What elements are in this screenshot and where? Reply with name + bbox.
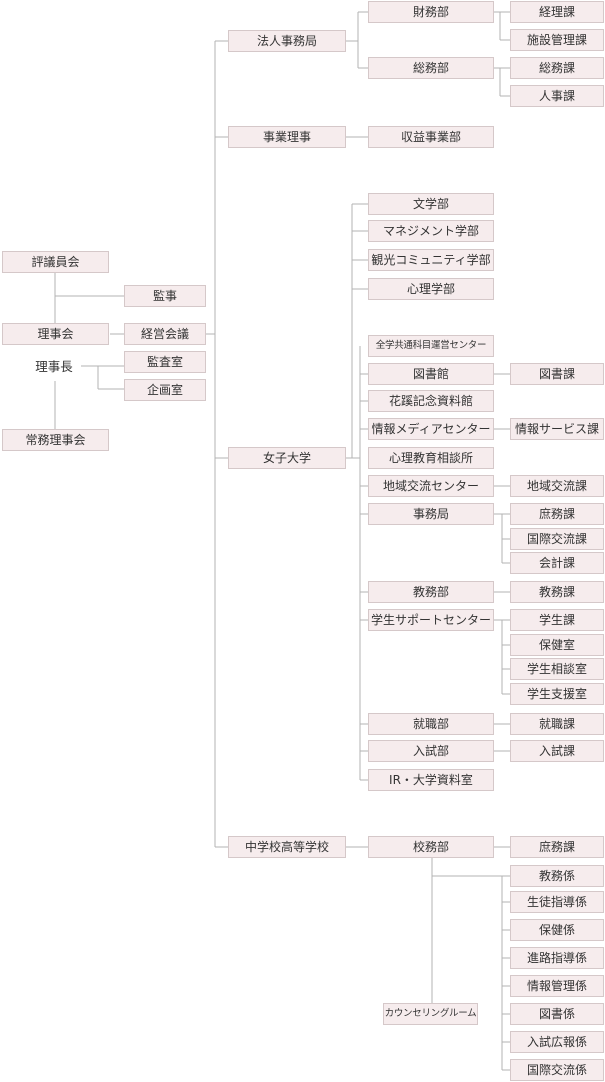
node-gakusei-shien-shitsu: 学生支援室 bbox=[510, 683, 604, 705]
node-kyomubu: 教務部 bbox=[368, 581, 494, 603]
node-keiei-kaigi: 経営会議 bbox=[124, 323, 206, 345]
node-kaikei-ka: 会計課 bbox=[510, 552, 604, 574]
node-keiri-ka: 経理課 bbox=[510, 1, 604, 23]
node-nyushi-ka: 入試課 bbox=[510, 740, 604, 762]
node-rijicho: 理事長 bbox=[35, 359, 73, 374]
node-nyushi-koho-gakari: 入試広報係 bbox=[510, 1031, 604, 1053]
node-kyomu-ka: 教務課 bbox=[510, 581, 604, 603]
node-hojin-jimukyoku: 法人事務局 bbox=[228, 30, 346, 52]
node-nyushibu: 入試部 bbox=[368, 740, 494, 762]
node-tosho-ka: 図書課 bbox=[510, 363, 604, 385]
node-hyogiinkai: 評議員会 bbox=[2, 251, 109, 273]
node-chugakko-koto-gakko: 中学校高等学校 bbox=[228, 836, 346, 858]
node-shomu-ka-2: 庶務課 bbox=[510, 836, 604, 858]
node-somubu: 総務部 bbox=[368, 57, 494, 79]
node-management-gakubu: マネジメント学部 bbox=[368, 220, 494, 242]
node-kokusai-koryu-gakari: 国際交流係 bbox=[510, 1059, 604, 1081]
node-shisetsu-kanri-ka: 施設管理課 bbox=[510, 29, 604, 51]
node-gakusei-ka: 学生課 bbox=[510, 609, 604, 631]
node-komubu: 校務部 bbox=[368, 836, 494, 858]
node-joho-kanri-gakari: 情報管理係 bbox=[510, 975, 604, 997]
node-ir-shiryo-shitsu: IR・大学資料室 bbox=[368, 769, 494, 791]
node-jomu-rijikai: 常務理事会 bbox=[2, 429, 109, 451]
node-counseling-room: カウンセリングルーム bbox=[383, 1003, 478, 1025]
node-shushoku-ka: 就職課 bbox=[510, 713, 604, 735]
node-shushokubu: 就職部 bbox=[368, 713, 494, 735]
node-joshi-daigaku: 女子大学 bbox=[228, 447, 346, 469]
node-chiiki-koryu-center: 地域交流センター bbox=[368, 475, 494, 497]
node-gakusei-support-center: 学生サポートセンター bbox=[368, 609, 494, 631]
node-hoken-shitsu: 保健室 bbox=[510, 634, 604, 656]
node-jimukyoku: 事務局 bbox=[368, 503, 494, 525]
node-toshokan: 図書館 bbox=[368, 363, 494, 385]
node-shueki-jigyobu: 収益事業部 bbox=[368, 126, 494, 148]
node-shomu-ka: 庶務課 bbox=[510, 503, 604, 525]
node-tosho-gakari: 図書係 bbox=[510, 1003, 604, 1025]
node-kansa-shitsu: 監査室 bbox=[124, 351, 206, 373]
node-kokusai-koryu-ka: 国際交流課 bbox=[510, 528, 604, 550]
node-shinro-shido-gakari: 進路指導係 bbox=[510, 947, 604, 969]
node-seito-shido-gakari: 生徒指導係 bbox=[510, 891, 604, 913]
node-hoken-gakari: 保健係 bbox=[510, 919, 604, 941]
node-rijikai: 理事会 bbox=[2, 323, 109, 345]
node-bungakubu: 文学部 bbox=[368, 193, 494, 215]
node-kanji: 監事 bbox=[124, 285, 206, 307]
node-chiiki-koryu-ka: 地域交流課 bbox=[510, 475, 604, 497]
node-jigyo-riji: 事業理事 bbox=[228, 126, 346, 148]
node-zaimubu: 財務部 bbox=[368, 1, 494, 23]
node-somu-ka: 総務課 bbox=[510, 57, 604, 79]
node-kaso-kinen-shiryokan: 花蹊記念資料館 bbox=[368, 390, 494, 412]
node-shinri-gakubu: 心理学部 bbox=[368, 278, 494, 300]
node-shinri-kyoiku-sodanjo: 心理教育相談所 bbox=[368, 447, 494, 469]
node-joho-media-center: 情報メディアセンター bbox=[368, 418, 494, 440]
node-kikaku-shitsu: 企画室 bbox=[124, 379, 206, 401]
node-joho-service-ka: 情報サービス課 bbox=[510, 418, 604, 440]
node-gakusei-sodan-shitsu: 学生相談室 bbox=[510, 658, 604, 680]
node-jinji-ka: 人事課 bbox=[510, 85, 604, 107]
node-kyomu-gakari: 教務係 bbox=[510, 865, 604, 887]
node-kanko-community-gakubu: 観光コミュニティ学部 bbox=[368, 249, 494, 271]
node-zengaku-kyotsu-center: 全学共通科目運営センター bbox=[368, 335, 494, 357]
